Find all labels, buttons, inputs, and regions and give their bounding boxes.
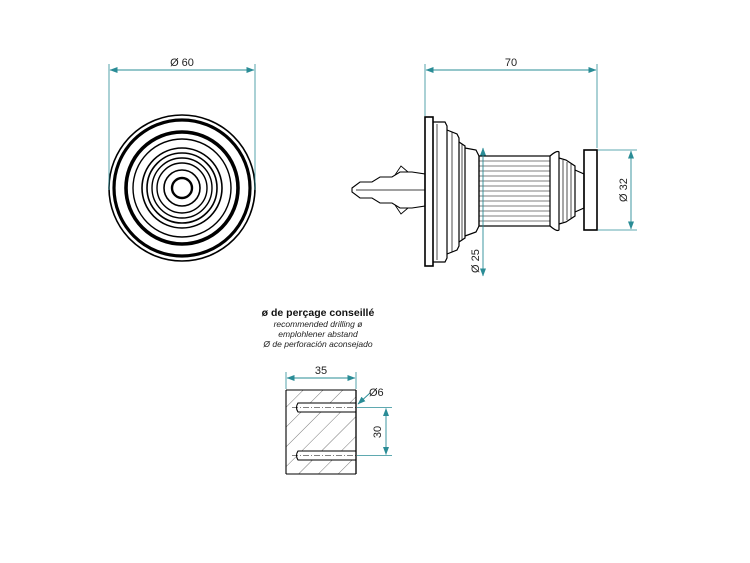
drill-spacing-label: 30 xyxy=(372,426,384,438)
side-rosette-step xyxy=(446,129,460,255)
side-shaft-flutes xyxy=(479,160,550,222)
shaft-diameter-dimension: Ø 25 xyxy=(470,147,486,277)
side-neck xyxy=(549,150,560,232)
drilling-note-en: recommended drilling ø xyxy=(274,319,363,329)
front-rim-inner xyxy=(112,118,252,258)
hole-diameter-callout: Ø6 xyxy=(357,387,384,405)
front-diameter-label: Ø 60 xyxy=(170,57,194,69)
side-wall-plate xyxy=(424,116,434,267)
hole-diameter-label: Ø6 xyxy=(369,387,384,399)
front-ring xyxy=(132,138,232,238)
front-ring xyxy=(124,130,240,246)
side-head xyxy=(583,149,598,231)
drilling-note: ø de perçage conseillé recommended drill… xyxy=(262,307,375,349)
front-ring xyxy=(151,157,213,219)
wall-anchor xyxy=(351,165,426,215)
drilling-note-title: ø de perçage conseillé xyxy=(262,307,375,319)
shaft-diameter-label: Ø 25 xyxy=(470,249,482,273)
drilling-note-de: emplohlener abstand xyxy=(278,329,358,339)
drill-width-dimension: 35 xyxy=(285,365,357,389)
front-ring xyxy=(163,169,201,207)
front-center xyxy=(170,176,194,200)
front-diameter-dimension: Ø 60 xyxy=(108,57,256,190)
front-view xyxy=(108,114,256,262)
front-outer-rim xyxy=(108,114,256,262)
side-collar xyxy=(464,147,480,237)
drill-spacing-dimension: 30 xyxy=(357,407,392,456)
head-diameter-dimension: Ø 32 xyxy=(598,149,637,231)
front-ring xyxy=(156,162,208,214)
side-length-dimension: 70 xyxy=(424,57,598,148)
front-ring xyxy=(146,152,218,224)
side-knob-collar xyxy=(558,157,576,225)
head-diameter-label: Ø 32 xyxy=(618,178,630,202)
side-rosette xyxy=(433,121,448,263)
drilling-note-es: Ø de perforación aconsejado xyxy=(262,339,372,349)
drilling-detail xyxy=(285,389,357,475)
drill-width-label: 35 xyxy=(315,365,327,377)
front-ring xyxy=(141,147,223,229)
side-length-label: 70 xyxy=(505,57,517,69)
side-view xyxy=(351,116,598,267)
